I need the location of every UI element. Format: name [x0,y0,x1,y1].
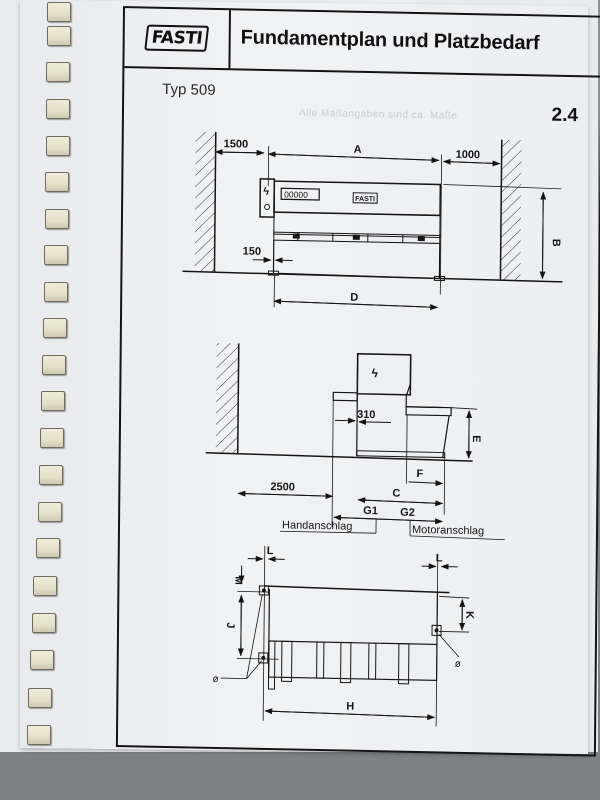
svg-text:G1: G1 [363,505,378,517]
binding-coil [33,576,57,596]
svg-text:L: L [436,552,443,564]
svg-text:1000: 1000 [456,149,481,161]
top-view: 1500 A 1000 ϟ 00000 FASTI [182,131,563,311]
svg-text:B: B [550,239,562,247]
svg-text:F: F [416,468,423,480]
binding-coil [27,725,51,745]
svg-text:FASTI: FASTI [355,196,375,203]
binding-coil [45,209,69,229]
control-panel-display [280,187,320,201]
binding-coil [45,172,69,192]
binding-coil [28,688,52,708]
binding-coil [41,391,65,411]
binding-coil [36,538,60,558]
binding-coil [39,465,63,485]
svg-text:Handanschlag: Handanschlag [282,519,352,532]
foundation-view: L L M J K [212,545,475,727]
binding-coil [44,245,68,265]
svg-text:ϟ: ϟ [371,366,378,380]
svg-text:ø: ø [212,674,218,685]
svg-text:E: E [470,435,482,443]
binding-coil [46,136,70,156]
svg-text:H: H [346,701,354,713]
svg-text:G2: G2 [400,507,415,519]
svg-text:Motoranschlag: Motoranschlag [412,524,484,537]
svg-text:K: K [463,611,475,619]
document-page: FASTI Fundamentplan und Platzbedarf Typ … [20,0,600,757]
spiral-binding [0,0,80,760]
svg-text:1500: 1500 [224,138,249,150]
drawing-frame: FASTI Fundamentplan und Platzbedarf Typ … [115,6,600,757]
svg-text:ø: ø [455,659,461,670]
binding-coil [38,502,62,522]
binding-coil [46,99,70,119]
svg-text:150: 150 [243,245,261,257]
machine-badge [352,192,378,204]
svg-text:00000: 00000 [284,189,308,199]
svg-text:A: A [354,144,362,156]
binding-coil [30,650,54,670]
svg-text:D: D [350,292,358,304]
svg-text:L: L [267,545,274,557]
svg-text:C: C [392,488,400,500]
binding-coil [43,318,67,338]
binding-coil [44,282,68,302]
svg-text:2500: 2500 [270,481,295,493]
binding-coil [42,355,66,375]
lightning-icon: ϟ [263,186,269,198]
binding-coil [40,428,64,448]
side-view: ϟ 310 E F 2500 [205,342,505,541]
binding-coil [47,26,71,46]
binding-coil [47,2,71,22]
svg-text:M: M [232,576,243,585]
technical-drawing: 1500 A 1000 ϟ 00000 FASTI [182,131,563,727]
binding-coil [46,62,70,82]
svg-text:310: 310 [357,409,375,421]
binding-coil [32,613,56,633]
svg-text:J: J [224,622,236,628]
